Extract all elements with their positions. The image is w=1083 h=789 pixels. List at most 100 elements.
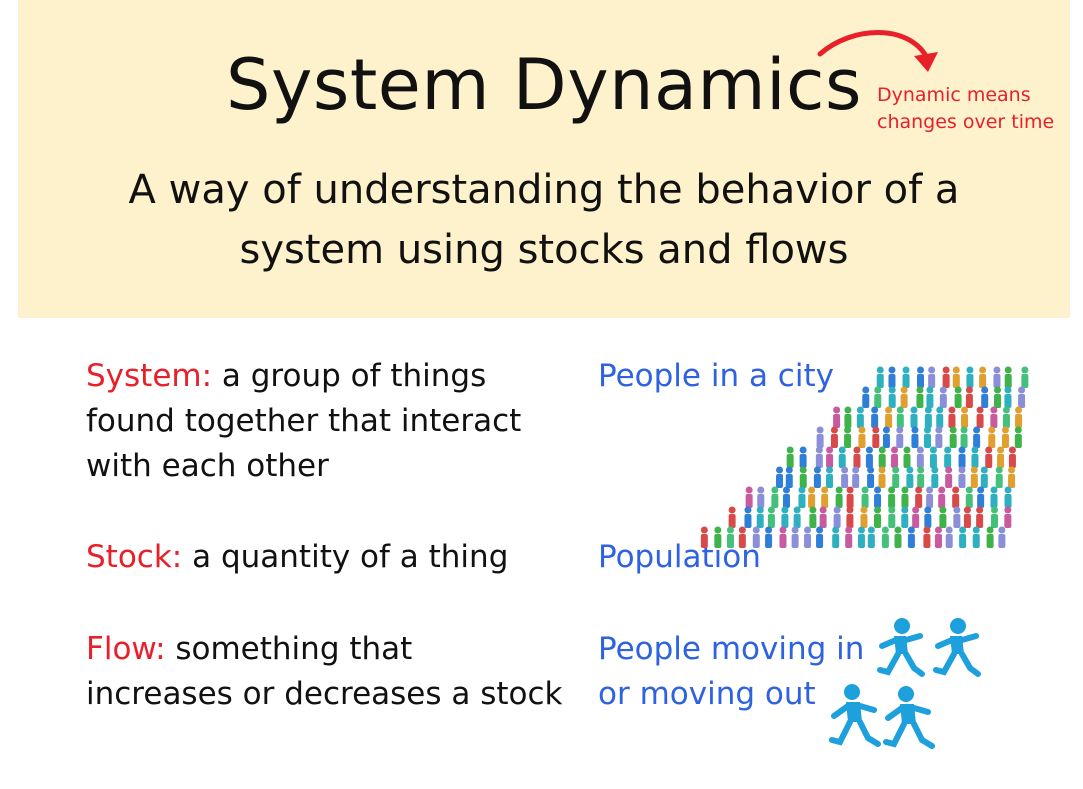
crowd-person-head [917, 366, 925, 374]
crowd-person-body [939, 394, 947, 408]
crowd-person-body [952, 374, 960, 388]
crowd-person-body [862, 394, 870, 408]
crowd-person-body [874, 394, 882, 408]
crowd-person-body [971, 454, 979, 468]
crowd-person-body [867, 534, 875, 548]
crowd-person-head [881, 526, 889, 534]
crowd-person-head [1004, 486, 1012, 494]
crowd-person-head [997, 446, 1005, 454]
crowd-person-body [958, 454, 966, 468]
crowd-person-head [966, 366, 974, 374]
crowd-person-head [990, 406, 998, 414]
crowd-person-body [993, 374, 1001, 388]
crowd-person-body [771, 494, 779, 508]
crowd-person-head [878, 446, 886, 454]
crowd-person-head [819, 506, 827, 514]
crowd-person-head [752, 526, 760, 534]
crowd-person-body [738, 534, 746, 548]
crowd-person-body [942, 374, 950, 388]
crowd-person-body [916, 454, 924, 468]
crowd-person-body [929, 454, 937, 468]
crowd-person-body [1018, 394, 1026, 408]
crowd-person-body [948, 414, 956, 428]
crowd-person-body [900, 394, 908, 408]
crowd-person-head [809, 506, 817, 514]
crowd-person-head [993, 366, 1001, 374]
runner-icon [877, 618, 925, 677]
crowd-person-head [826, 466, 834, 474]
crowd-person-body [781, 514, 789, 528]
crowd-person-body [896, 414, 904, 428]
crowd-person-head [938, 486, 946, 494]
crowd-person-body [965, 494, 973, 508]
definition-system: System: a group of things found together… [86, 354, 576, 489]
example-system-line-1: People in a city [598, 358, 834, 394]
crowd-person-body [779, 534, 787, 548]
crowd-person-body [815, 454, 823, 468]
crowd-person-head [926, 486, 934, 494]
crowd-person-head [949, 426, 957, 434]
crowd-person-head [821, 486, 829, 494]
crowd-person-head [862, 386, 870, 394]
crowd-person-head [1021, 366, 1029, 374]
definition-stock: Stock: a quantity of a thing [86, 535, 576, 580]
crowd-person-body [976, 414, 984, 428]
crowd-person-body [726, 534, 734, 548]
crowd-person-head [816, 526, 824, 534]
crowd-person-head [785, 466, 793, 474]
crowd-person-head [844, 406, 852, 414]
crowd-person-head [808, 486, 816, 494]
crowd-person-body [876, 374, 884, 388]
crowd-person-body [1002, 414, 1010, 428]
crowd-person-head [912, 506, 920, 514]
crowd-person-head [976, 506, 984, 514]
crowd-person-head [832, 526, 840, 534]
crowd-person-head [786, 446, 794, 454]
crowd-person-head [970, 466, 978, 474]
crowd-person-body [986, 534, 994, 548]
crowd-person-body [990, 514, 998, 528]
crowd-person-head [965, 486, 973, 494]
crowd-person-body [965, 394, 973, 408]
crowd-person-body [826, 474, 834, 488]
crowd-person-body [961, 414, 969, 428]
crowd-person-head [942, 366, 950, 374]
crowd-person-body [844, 414, 852, 428]
crowd-person-body [990, 414, 998, 428]
crowd-person-head [872, 426, 880, 434]
crowd-person-head [791, 526, 799, 534]
crowd-person-body [1004, 514, 1012, 528]
crowd-person-body [896, 434, 904, 448]
crowd-person-body [995, 474, 1003, 488]
crowd-person-body [979, 374, 987, 388]
term-flow: Flow: [86, 631, 166, 667]
crowd-person-body [981, 394, 989, 408]
crowd-person-head [901, 486, 909, 494]
crowd-person-body [885, 414, 893, 428]
definition-system-line-3: with each other [86, 448, 329, 484]
crowd-person-head [765, 526, 773, 534]
crowd-person-body [872, 434, 880, 448]
definition-system-line-2: found together that interact [86, 403, 522, 439]
crowd-person-head [776, 466, 784, 474]
crowd-person-head [888, 386, 896, 394]
crowd-person-head [958, 446, 966, 454]
crowd-person-body [972, 534, 980, 548]
crowd-person-head [973, 426, 981, 434]
crowd-person-body [928, 374, 936, 388]
crowd-person-body [924, 414, 932, 428]
crowd-person-head [976, 406, 984, 414]
crowd-person-body [799, 474, 807, 488]
runner-icon [829, 684, 881, 747]
crowd-person-head [714, 526, 722, 534]
crowd-person-body [816, 434, 824, 448]
crowd-person-head [1004, 366, 1012, 374]
crowd-person-head [963, 506, 971, 514]
crowd-person-head [934, 526, 942, 534]
crowd-person-body [882, 434, 890, 448]
crowd-person-head [813, 466, 821, 474]
crowd-person-head [901, 506, 909, 514]
crowd-person-body [985, 454, 993, 468]
crowd-person-head [985, 446, 993, 454]
